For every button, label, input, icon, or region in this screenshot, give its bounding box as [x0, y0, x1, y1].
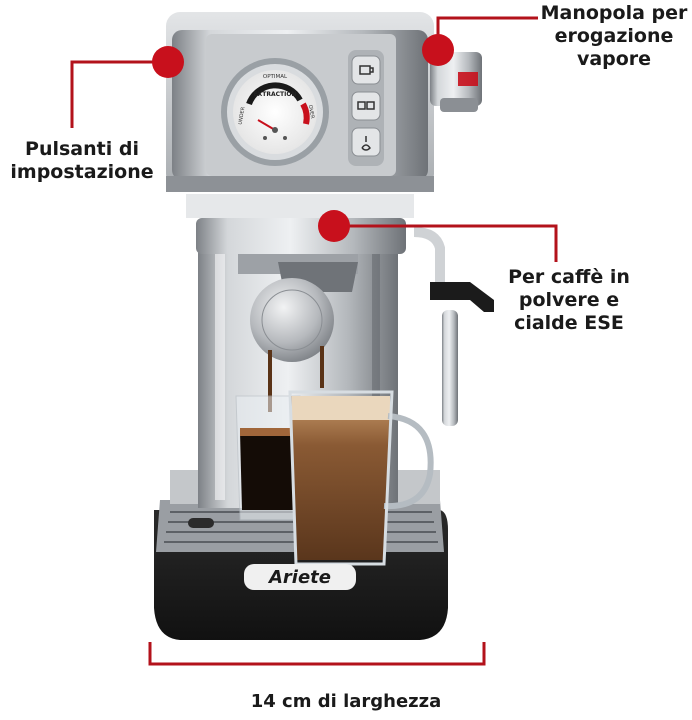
- callout-line-settings: [70, 60, 168, 128]
- gauge-label-over: OVER: [307, 104, 315, 119]
- cappuccino-glass: [288, 390, 434, 566]
- callout-steam-line1: Manopola per: [540, 2, 688, 24]
- steam-wand: [413, 227, 494, 426]
- callout-settings-line2: impostazione: [10, 161, 154, 183]
- callout-coffee-line2: polvere e: [518, 289, 620, 311]
- brand-logo: Ariete: [267, 567, 331, 588]
- callout-label-steam-knob: Manopola per erogazione vapore: [536, 2, 692, 71]
- callout-dot-steam: [422, 34, 454, 66]
- callout-line-steam: [436, 16, 538, 48]
- callout-coffee-line1: Per caffè in: [508, 266, 630, 288]
- brand-plate: [244, 564, 356, 590]
- steam-knob: [430, 52, 482, 112]
- gauge-label-extraction: EXTRACTION: [254, 91, 297, 98]
- dimension-label: 14 cm di larghezza: [250, 691, 442, 712]
- coffee-stream: [268, 350, 272, 412]
- gauge-label-optimal: OPTIMAL: [263, 74, 288, 80]
- settings-buttons-panel: [348, 50, 384, 166]
- drip-tray-indicator: [188, 518, 214, 528]
- button-double-cup: [351, 91, 381, 121]
- espresso-glass: [235, 395, 301, 521]
- callout-line-coffee: [334, 224, 558, 262]
- callout-settings-line1: Pulsanti di: [25, 138, 139, 160]
- callout-dot-settings: [152, 46, 184, 78]
- dimension-line: [148, 642, 486, 666]
- callout-dot-coffee: [318, 210, 350, 242]
- portafilter: [250, 262, 358, 362]
- group-head-top: [186, 194, 414, 218]
- gauge-label-under: UNDER: [238, 106, 247, 125]
- callout-lines: [70, 16, 558, 666]
- callout-label-coffee-type: Per caffè in polvere e cialde ESE: [494, 266, 644, 335]
- callout-steam-line3: vapore: [576, 48, 652, 70]
- callout-steam-line2: erogazione: [554, 25, 674, 47]
- button-single-cup: [351, 55, 381, 85]
- callout-label-settings-buttons: Pulsanti di impostazione: [2, 138, 162, 184]
- callout-coffee-line3: cialde ESE: [514, 312, 624, 334]
- pressure-gauge: [221, 58, 329, 166]
